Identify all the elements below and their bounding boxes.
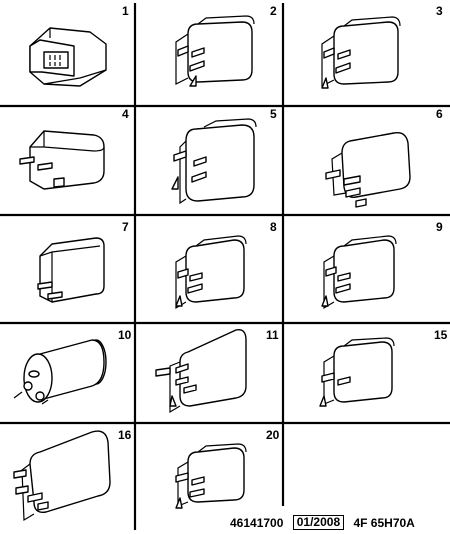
part-number: 7 [122, 220, 129, 234]
part-number: 8 [270, 220, 277, 234]
part-cell-3[interactable]: 3 [284, 0, 450, 105]
flasher-drawing [13, 339, 107, 405]
part-cell-5[interactable]: 5 [136, 107, 282, 214]
relay-drawing [19, 130, 105, 190]
part-number: 16 [118, 428, 132, 442]
part-cell-8[interactable]: 8 [136, 216, 282, 322]
part-cell-2[interactable]: 2 [136, 0, 282, 105]
revision-date: 01/2008 [292, 515, 345, 531]
relay-drawing [175, 15, 255, 87]
relay-drawing [171, 118, 257, 205]
relay-drawing [175, 235, 247, 310]
relay-drawing [325, 132, 411, 208]
part-number: 15 [434, 328, 448, 342]
part-cell-10[interactable]: 10 [0, 324, 134, 422]
relay-drawing [155, 329, 247, 414]
relay-drawing [321, 16, 401, 89]
part-number: 4 [122, 107, 129, 121]
part-cell-15[interactable]: 15 [284, 324, 450, 422]
part-number: 11 [266, 328, 279, 342]
part-cell-7[interactable]: 7 [0, 216, 134, 322]
part-number: 5 [270, 107, 277, 121]
part-cell-6[interactable]: 6 [284, 107, 450, 214]
relay-drawing [37, 237, 105, 303]
part-number: 9 [436, 220, 443, 234]
part-cell-16[interactable]: 16 [0, 424, 134, 532]
drawing-reference-footer: 46141700 01/2008 4F 65H70A [230, 515, 415, 531]
part-number: 6 [436, 107, 443, 121]
part-cell-20[interactable]: 20 [136, 424, 282, 514]
part-number: 2 [270, 4, 277, 18]
reference-number: 46141700 [230, 515, 284, 530]
part-number: 1 [122, 4, 129, 18]
part-cell-4[interactable]: 4 [0, 107, 134, 214]
part-number: 3 [436, 4, 443, 18]
drawing-code: 4F 65H70A [353, 515, 415, 530]
part-cell-1[interactable]: 1 [0, 0, 134, 105]
relay-drawing [321, 235, 397, 310]
part-number: 10 [118, 328, 132, 342]
relay-drawing [175, 443, 247, 509]
relay-drawing [13, 430, 111, 522]
part-number: 20 [266, 428, 280, 442]
part-cell-9[interactable]: 9 [284, 216, 450, 322]
relay-drawing [319, 337, 395, 407]
socket-drawing [29, 27, 107, 87]
part-cell-11[interactable]: 11 [136, 324, 282, 422]
